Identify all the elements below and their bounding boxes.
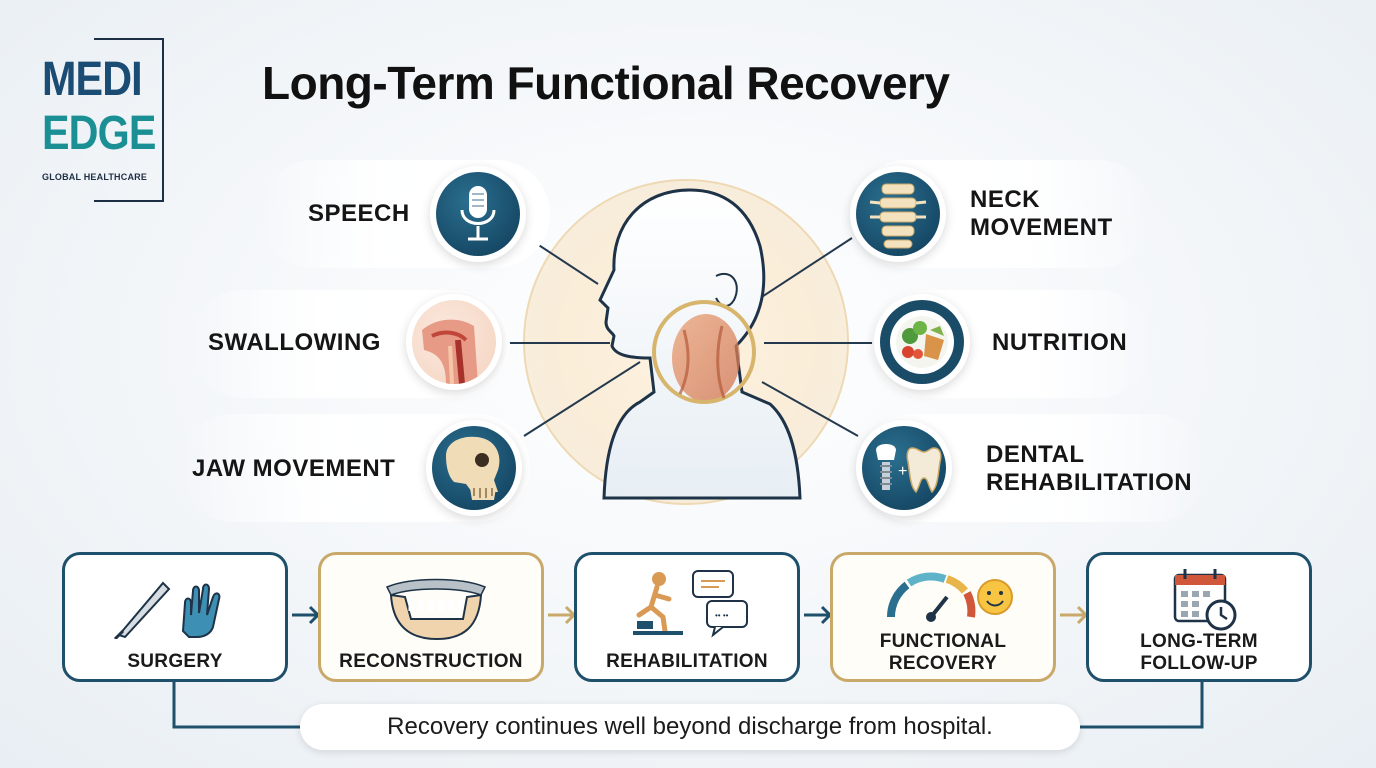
reconstruction-label: RECONSTRUCTION — [339, 651, 523, 672]
neck-label: NECK MOVEMENT — [970, 186, 1113, 242]
calendar-clock-icon — [1173, 569, 1237, 631]
microphone-glyph — [460, 186, 496, 241]
page-title: Long-Term Functional Recovery — [262, 57, 950, 109]
microphone-icon — [430, 166, 526, 262]
speech-label: SPEECH — [308, 200, 410, 227]
process-step-long-term-follow-up: LONG-TERM FOLLOW-UP — [1086, 552, 1312, 682]
swallowing-label: SWALLOWING — [208, 329, 381, 356]
neck-label-line1: NECK — [970, 186, 1041, 213]
process-step-functional-recovery: FUNCTIONAL RECOVERY — [830, 552, 1056, 682]
logo-tagline: GLOBAL HEALTHCARE — [42, 172, 148, 182]
neck-label-line2: MOVEMENT — [970, 214, 1113, 241]
exercise-speech-icon: •• •• — [633, 570, 748, 638]
nutrition-label: NUTRITION — [992, 329, 1128, 356]
spine-glyph — [869, 183, 927, 249]
discharge-note: Recovery continues well beyond discharge… — [300, 704, 1080, 750]
process-step-rehabilitation: •• •• REHABILITATION — [574, 552, 800, 682]
throat-glyph — [422, 319, 478, 384]
rehabilitation-label: REHABILITATION — [606, 651, 768, 672]
follow-up-label-line1: LONG-TERM — [1140, 631, 1258, 652]
neck-ring — [652, 300, 756, 404]
skull-jaw-icon — [426, 420, 522, 516]
process-step-surgery: SURGERY — [62, 552, 288, 682]
scalpel-glove-icon — [113, 581, 221, 639]
follow-up-label: LONG-TERM FOLLOW-UP — [1089, 631, 1309, 675]
jaw-label: JAW MOVEMENT — [192, 455, 396, 482]
functional-recovery-label-line2: RECOVERY — [888, 653, 998, 674]
brand-logo: MEDI EDGE GLOBAL HEALTHCARE — [38, 38, 166, 204]
dental-label-line1: DENTAL — [986, 441, 1085, 468]
logo-frame-bottom — [94, 200, 164, 202]
dental-implant-glyph: + — [876, 444, 942, 494]
spine-icon — [850, 166, 946, 262]
gauge-smile-icon — [887, 572, 1013, 622]
logo-line2: EDGE — [42, 107, 156, 160]
process-step-reconstruction: RECONSTRUCTION — [318, 552, 544, 682]
food-plate-glyph — [890, 310, 954, 374]
functional-recovery-label: FUNCTIONAL RECOVERY — [833, 631, 1053, 675]
logo-line1: MEDI — [42, 53, 143, 106]
neck-highlight — [672, 314, 740, 402]
svg-text:+: + — [898, 463, 907, 480]
skull-glyph — [446, 436, 500, 500]
food-plate-icon — [874, 294, 970, 390]
logo-frame-top — [94, 38, 164, 40]
follow-up-label-line2: FOLLOW-UP — [1140, 653, 1258, 674]
functional-recovery-label-line1: FUNCTIONAL — [879, 631, 1007, 652]
throat-anatomy-icon — [406, 294, 502, 390]
svg-text:•• ••: •• •• — [715, 611, 729, 620]
jaw-reconstruction-icon — [385, 578, 487, 641]
surgery-label: SURGERY — [127, 651, 223, 672]
dental-label: DENTAL REHABILITATION — [986, 441, 1192, 497]
dental-label-line2: REHABILITATION — [986, 469, 1193, 496]
logo-frame-right — [162, 38, 164, 202]
dental-implant-icon: + — [856, 420, 952, 516]
